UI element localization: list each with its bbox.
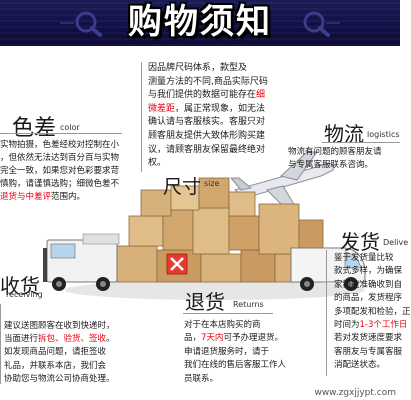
header-banner: 购物须知 bbox=[0, 0, 400, 46]
text-line: 确认请与客服核实。客服只对 bbox=[148, 116, 268, 130]
text-line: 退货与中差评范围内。 bbox=[0, 191, 140, 204]
color-text: 实物拍摄，色差经校对控制在小 ，但依然无法达到百分百与实物 完全一致，如果您对色… bbox=[0, 139, 140, 204]
text-line: 协助您与物流公司协商处理。 bbox=[4, 373, 115, 384]
text-line: 如发现商品问题，请拒签收 bbox=[4, 347, 107, 358]
delivery-text: 鉴于发货量比较 款式多样，为确保 家都能准确收到自 的商品，发货程序 多项配发和… bbox=[334, 252, 411, 373]
text-line: 微差距，属正常现象，如无法 bbox=[148, 103, 268, 117]
logistics-subtitle: logistics bbox=[367, 130, 400, 139]
truck-icon bbox=[43, 233, 120, 291]
text: 测量方法的不同,商品实际尺码 bbox=[148, 76, 268, 87]
divider bbox=[183, 313, 273, 314]
delivery-subtitle: Delive bbox=[383, 238, 409, 247]
size-text: 因品牌尺码体系，款型及 测量方法的不同,商品实际尺码 与我们提供的数据可能存在细… bbox=[148, 62, 268, 171]
magnifier-icon bbox=[303, 11, 340, 37]
color-title: 色差 bbox=[12, 116, 57, 141]
text-line: 完全一致，如果您对色彩要求苛 bbox=[0, 166, 120, 176]
delivery-title: 发货 bbox=[340, 230, 380, 254]
text: 议，请顾客朋友保留最终绝对 bbox=[148, 144, 266, 155]
color-subtitle: color bbox=[60, 123, 80, 132]
watermark: www.zgxjjypt.com bbox=[314, 388, 396, 398]
returns-subtitle: Returns bbox=[233, 300, 264, 309]
divider bbox=[0, 133, 122, 134]
returns-text: 对于在本店购买的商 品，7天内可予办理退货。 申请退货服务时，请于 我们在线的售… bbox=[184, 319, 304, 386]
highlight: 退货与中差评 bbox=[0, 192, 52, 202]
text: 。 bbox=[106, 334, 115, 345]
divider bbox=[141, 62, 142, 172]
logistics-text: 物流有问题的顾客朋友请 与专属客服联系咨询。 bbox=[288, 146, 400, 172]
text-line: 若对发货速度要求 bbox=[334, 333, 403, 344]
text-line: 家都能准确收到自 bbox=[334, 279, 403, 290]
divider bbox=[322, 142, 400, 143]
highlight: 拆包、验货、签收 bbox=[38, 334, 107, 345]
text: 品， bbox=[184, 333, 202, 344]
text-line: 对于在本店购买的商 bbox=[184, 320, 261, 330]
text-line: 慎购，请谨慎选购；细微色差不 bbox=[0, 179, 120, 189]
text-line: 品，7天内可予办理退货。 bbox=[184, 332, 304, 345]
highlight: 细 bbox=[256, 90, 266, 101]
page-title: 购物须知 bbox=[128, 2, 272, 42]
text-line: 与专属客服联系咨询。 bbox=[288, 160, 374, 170]
size-title: 尺寸 bbox=[163, 176, 202, 198]
text-line: 当面进行拆包、验货、签收。 bbox=[4, 333, 134, 346]
text: 当面进行 bbox=[4, 334, 39, 345]
text: 权。 bbox=[148, 158, 167, 169]
highlight: 微差距 bbox=[148, 103, 176, 114]
text-line: 鉴于发货量比较 bbox=[334, 253, 394, 263]
text: 确认请与客服核实。客服只对 bbox=[148, 117, 266, 128]
text-line: 申请退货服务时，请于 bbox=[184, 346, 270, 357]
size-subtitle: size bbox=[204, 179, 220, 188]
text-line: 员联系。 bbox=[184, 373, 219, 384]
text-line: 建议送图顾客在收到快递时， bbox=[4, 321, 115, 331]
receiving-subtitle: receiving bbox=[6, 290, 43, 299]
text-line: 多项配发和检验，正 bbox=[334, 306, 411, 319]
text: 因品牌尺码体系，款型及 bbox=[148, 63, 248, 73]
text-line: 测量方法的不同,商品实际尺码 bbox=[148, 76, 268, 90]
highlight: 1-3个工作日 bbox=[359, 320, 408, 331]
receiving-text: 建议送图顾客在收到快递时， 当面进行拆包、验货、签收。 如发现商品问题，请拒签收… bbox=[4, 320, 134, 386]
returns-title: 退货 bbox=[185, 290, 225, 314]
text-line: 客朋友与专属客服 bbox=[334, 346, 403, 357]
text: 与我们提供的数据可能存在 bbox=[148, 90, 257, 101]
text-line: 的商品，发货程序 bbox=[334, 293, 403, 304]
text-line: 时间为1-3个工作日 bbox=[334, 319, 407, 332]
text-line: 因品牌尺码体系，款型及 bbox=[148, 62, 268, 76]
text: 顾客朋友提供大致体形购买建 bbox=[148, 130, 266, 141]
text-line: 消配送状态。 bbox=[334, 360, 386, 371]
highlight: 7天内 bbox=[201, 333, 224, 344]
magnifier-icon bbox=[60, 11, 102, 37]
logistics-illustration bbox=[43, 151, 366, 300]
receiving-title: 收货 bbox=[0, 274, 40, 298]
text: 可予办理退货。 bbox=[223, 333, 283, 344]
text: 时间为 bbox=[334, 320, 360, 331]
text: 多项配发和检验， bbox=[334, 306, 403, 317]
text: ，属正常现象，如无法 bbox=[175, 103, 266, 114]
text-line: 礼品，并联系本店，我们会 bbox=[4, 360, 107, 371]
text-line: 我们在线的售后客服工作人 bbox=[184, 360, 287, 371]
text: 正 bbox=[402, 306, 411, 317]
text-line: 款式多样，为确保 bbox=[334, 266, 403, 277]
cardboard-boxes bbox=[116, 177, 324, 283]
divider bbox=[326, 250, 327, 376]
text-line: 顾客朋友提供大致体形购买建 bbox=[148, 130, 268, 144]
text-line: 实物拍摄，色差经校对控制在小 bbox=[0, 140, 120, 150]
text-line: 与我们提供的数据可能存在细 bbox=[148, 89, 268, 103]
text-line: 物流有问题的顾客朋友请 bbox=[288, 147, 382, 157]
text: 范围内。 bbox=[51, 192, 86, 202]
text-line: 议，请顾客朋友保留最终绝对 bbox=[148, 144, 268, 158]
text-line: 权。 bbox=[148, 157, 268, 171]
text-line: ，但依然无法达到百分百与实物 bbox=[0, 153, 120, 163]
van-icon bbox=[290, 247, 366, 291]
divider bbox=[0, 304, 1, 384]
